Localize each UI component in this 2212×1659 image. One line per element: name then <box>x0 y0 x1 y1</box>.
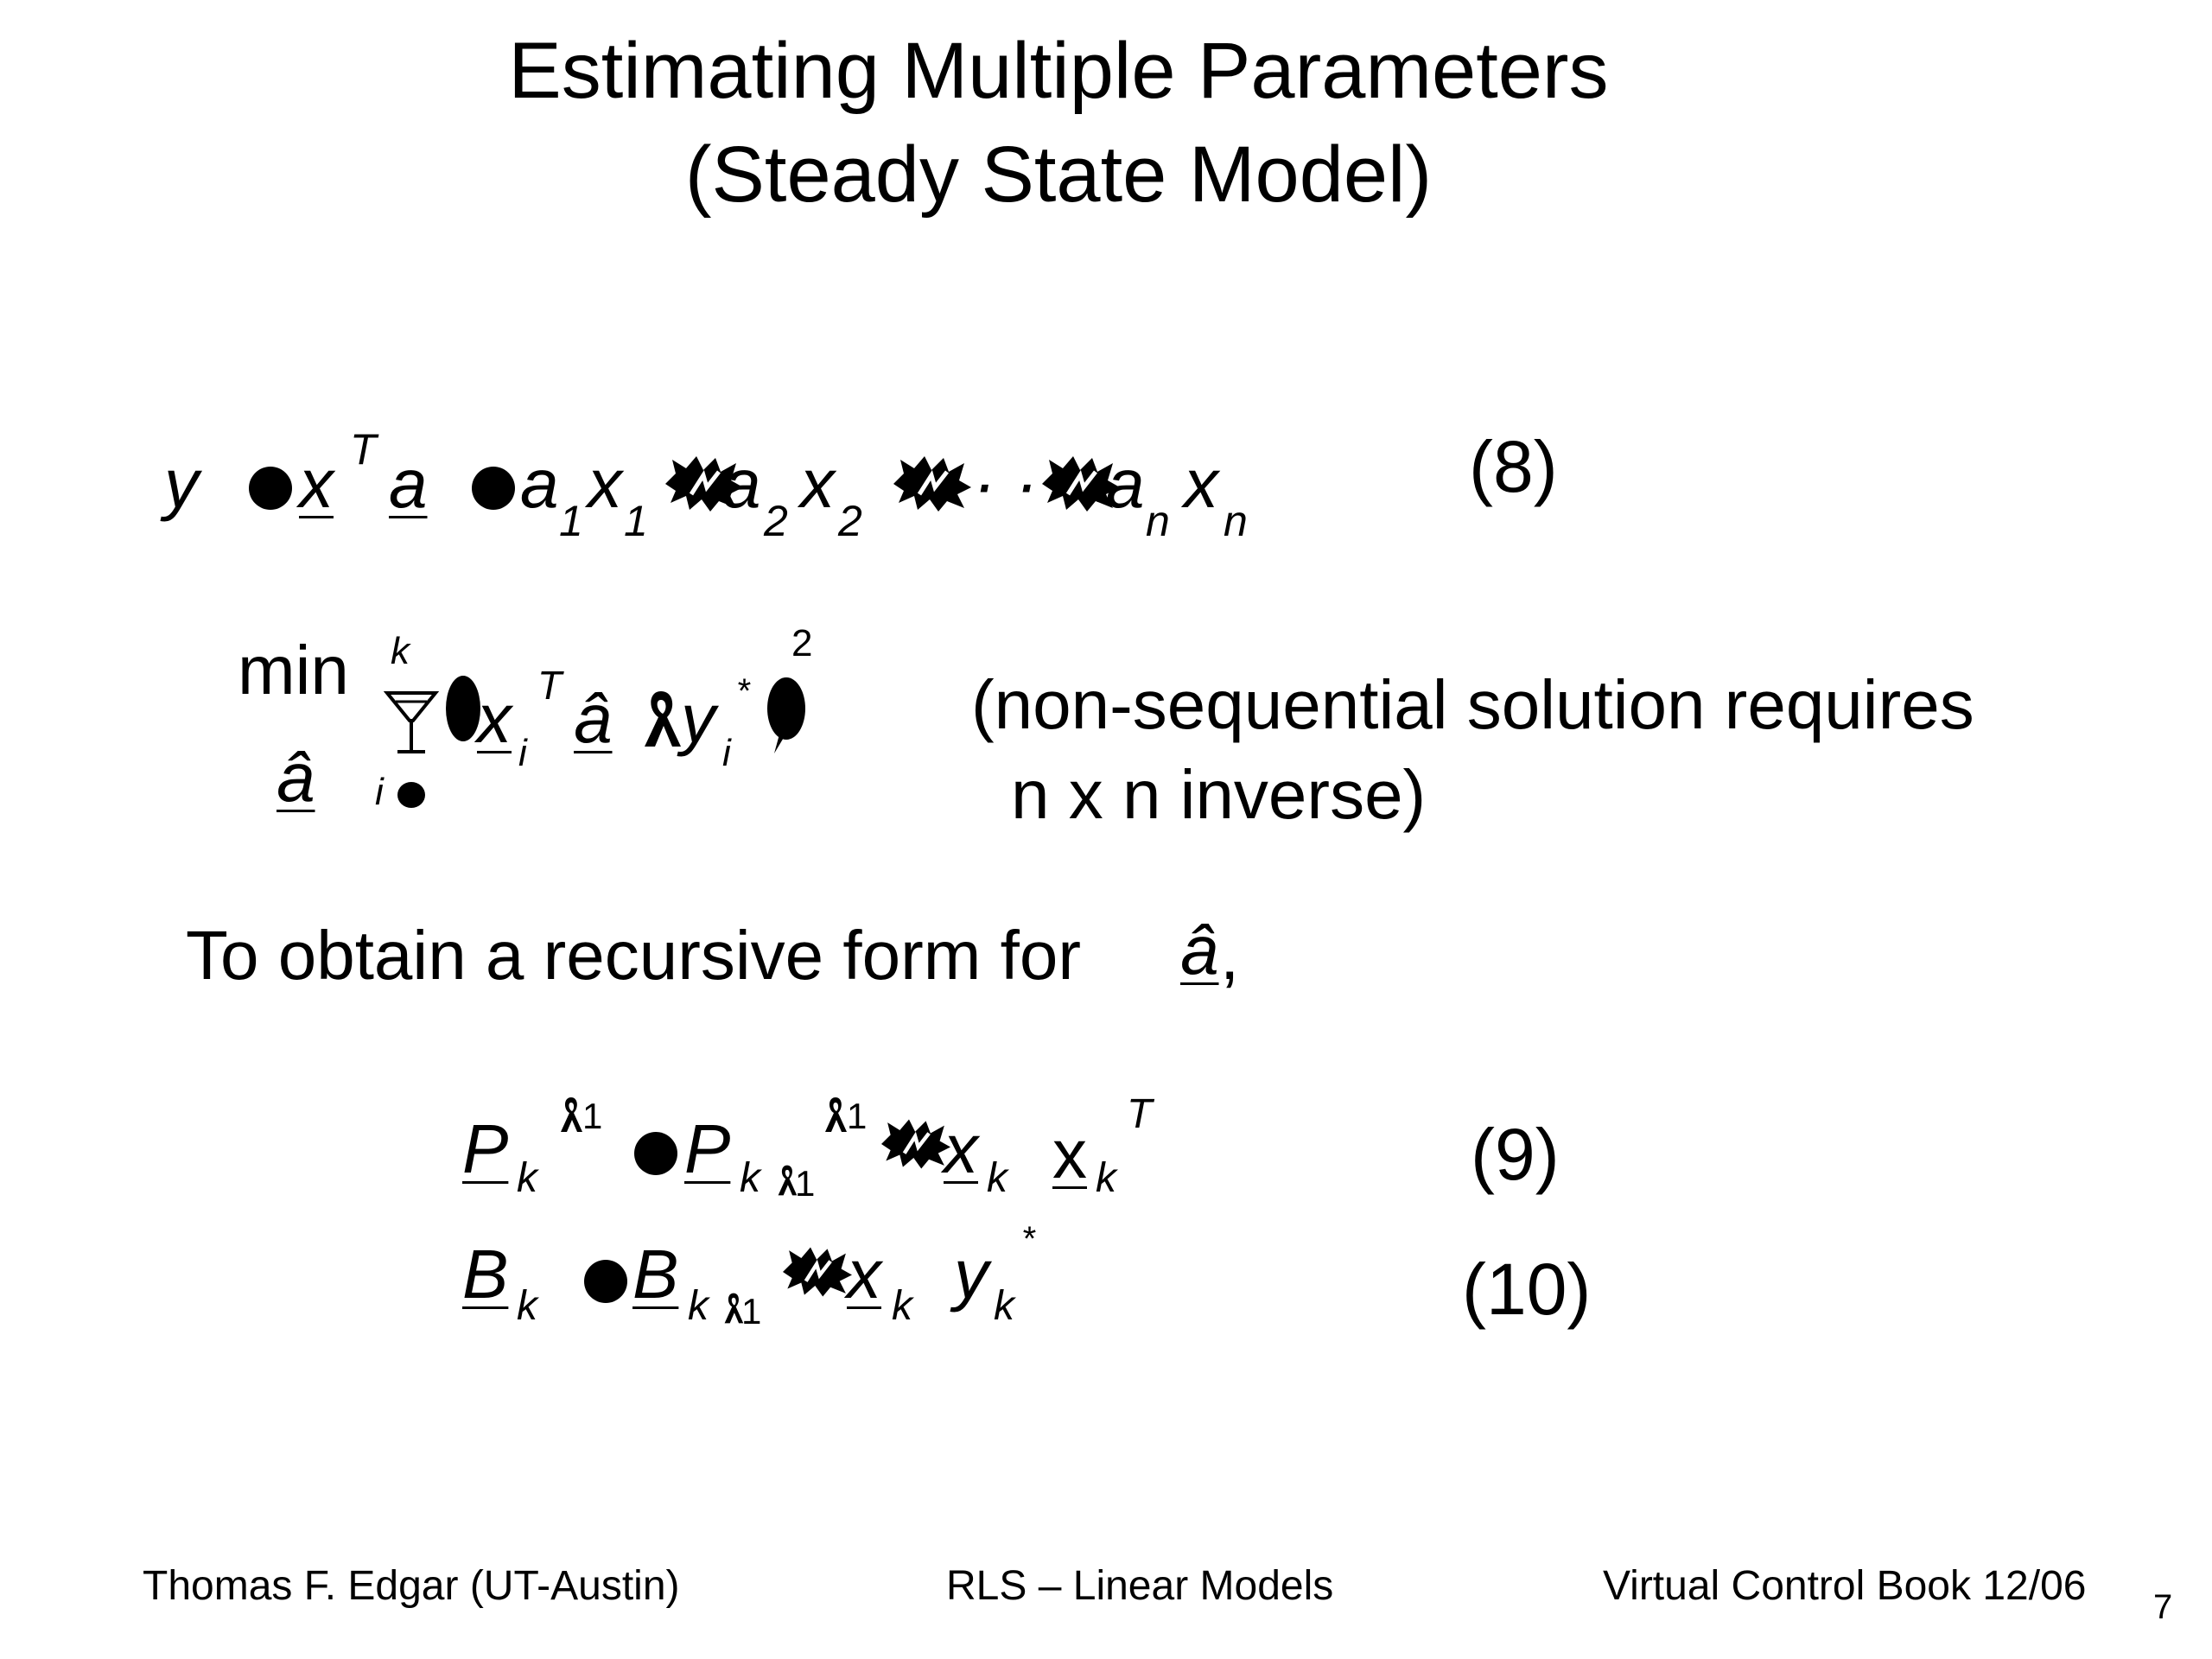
eq10-x: x <box>847 1236 881 1313</box>
eq8-x2: x <box>800 445 835 522</box>
plus-burst-icon <box>893 456 971 512</box>
eq9-P-prev-inverse: 1 <box>847 1096 868 1136</box>
eq10-B-prev-sub-1: 1 <box>741 1291 762 1332</box>
minus-ribbon-icon <box>561 1097 582 1132</box>
min-y: y <box>681 680 715 757</box>
left-paren-glyph <box>446 676 480 741</box>
eq8-an: a <box>1106 445 1145 522</box>
eq9-P-sub-k: k <box>517 1155 537 1201</box>
eq8-sub-1a: 1 <box>559 497 583 545</box>
equals-glyph-4 <box>584 1260 627 1303</box>
slide-title-line2: (Steady State Model) <box>684 130 1433 219</box>
sum-upper-k: k <box>391 630 410 672</box>
min-transpose: T <box>537 663 563 708</box>
min-power-2: 2 <box>791 622 813 664</box>
eq9-transpose: T <box>1127 1091 1153 1137</box>
eq9-x-transpose: x <box>1052 1116 1087 1192</box>
min-operator: min <box>238 632 349 709</box>
eq8-x1: x <box>588 445 622 522</box>
footer-author: Thomas F. Edgar (UT-Austin) <box>143 1563 680 1609</box>
minus-ribbon-icon <box>645 691 681 747</box>
eq8-sub-2b: 2 <box>838 497 862 545</box>
eq8-x-vector: x <box>299 445 334 522</box>
eq8-a2: a <box>722 445 761 522</box>
recursive-intro-text: To obtain a recursive form for <box>186 917 1081 994</box>
equation-number-9: (9) <box>1471 1114 1560 1195</box>
min-note-line1: (non-sequential solution requires <box>971 666 1974 743</box>
min-x-sub-i: i <box>518 732 527 774</box>
slide-title-line1: Estimating Multiple Parameters <box>508 27 1609 115</box>
equals-glyph <box>249 467 292 510</box>
eq8-sub-na: n <box>1146 497 1170 545</box>
eq8-sub-2a: 2 <box>764 497 788 545</box>
eq8-sub-1b: 1 <box>624 497 648 545</box>
footer-topic: RLS – Linear Models <box>946 1563 1334 1609</box>
eq8-a1: a <box>520 445 559 522</box>
eq9-P-prev-sub-k: k <box>740 1155 760 1201</box>
right-paren-glyph <box>767 677 805 753</box>
minus-ribbon-icon <box>778 1165 798 1196</box>
plus-burst-icon <box>783 1247 852 1297</box>
equation-number-10: (10) <box>1462 1249 1592 1330</box>
eq8-y: y <box>164 445 199 522</box>
min-y-sub-i: i <box>722 732 731 774</box>
minus-ribbon-icon <box>825 1097 847 1132</box>
eq10-y-star: * <box>1021 1220 1035 1258</box>
eq10-B-prev: B <box>632 1236 679 1313</box>
eq9-x-sub-k: k <box>987 1155 1007 1201</box>
sum-lower-i: i <box>375 771 384 813</box>
equals-glyph-3 <box>634 1132 677 1175</box>
plus-burst-icon <box>1042 456 1120 512</box>
eq8-xn: x <box>1184 445 1218 522</box>
recursive-intro-comma: , <box>1220 917 1240 994</box>
eq9-x: x <box>944 1110 978 1187</box>
eq10-B: B <box>462 1236 509 1313</box>
sum-lower-glyph <box>397 782 425 808</box>
min-note-line2: n x n inverse) <box>1011 756 1427 833</box>
plus-burst-icon <box>881 1119 950 1169</box>
min-x-vector: x <box>477 680 512 757</box>
plus-burst-icon <box>665 456 743 512</box>
eq10-B-prev-sub-k: k <box>688 1283 709 1329</box>
eq10-x-sub-k: k <box>892 1283 912 1329</box>
eq10-B-sub-k: k <box>517 1283 537 1329</box>
eq10-y-sub-k: k <box>994 1283 1014 1329</box>
eq9-x2-sub-k: k <box>1096 1155 1116 1201</box>
eq9-P-prev-sub-1: 1 <box>795 1163 816 1204</box>
eq8-transpose: T <box>350 425 377 474</box>
eq9-P-inverse: 1 <box>582 1096 603 1136</box>
min-y-star: * <box>736 672 750 710</box>
recursive-intro-ahat: â <box>1180 912 1219 988</box>
eq8-a-vector: a <box>389 445 428 522</box>
page-number: 7 <box>2153 1588 2173 1626</box>
min-ahat: â <box>574 680 613 757</box>
equation-number-8: (8) <box>1469 426 1558 507</box>
footer-book: Virtual Control Book 12/06 <box>1603 1563 2087 1609</box>
eq9-P: P <box>462 1110 509 1187</box>
eq10-y: y <box>954 1236 988 1313</box>
eq8-sub-nb: n <box>1224 497 1248 545</box>
eq9-P-prev: P <box>684 1110 731 1187</box>
minus-ribbon-icon <box>724 1293 744 1324</box>
min-ahat-below: â <box>276 739 315 816</box>
summation-glass-icon <box>384 691 439 753</box>
eq8-dots: · · <box>973 445 1039 522</box>
equals-glyph-2 <box>472 467 515 510</box>
